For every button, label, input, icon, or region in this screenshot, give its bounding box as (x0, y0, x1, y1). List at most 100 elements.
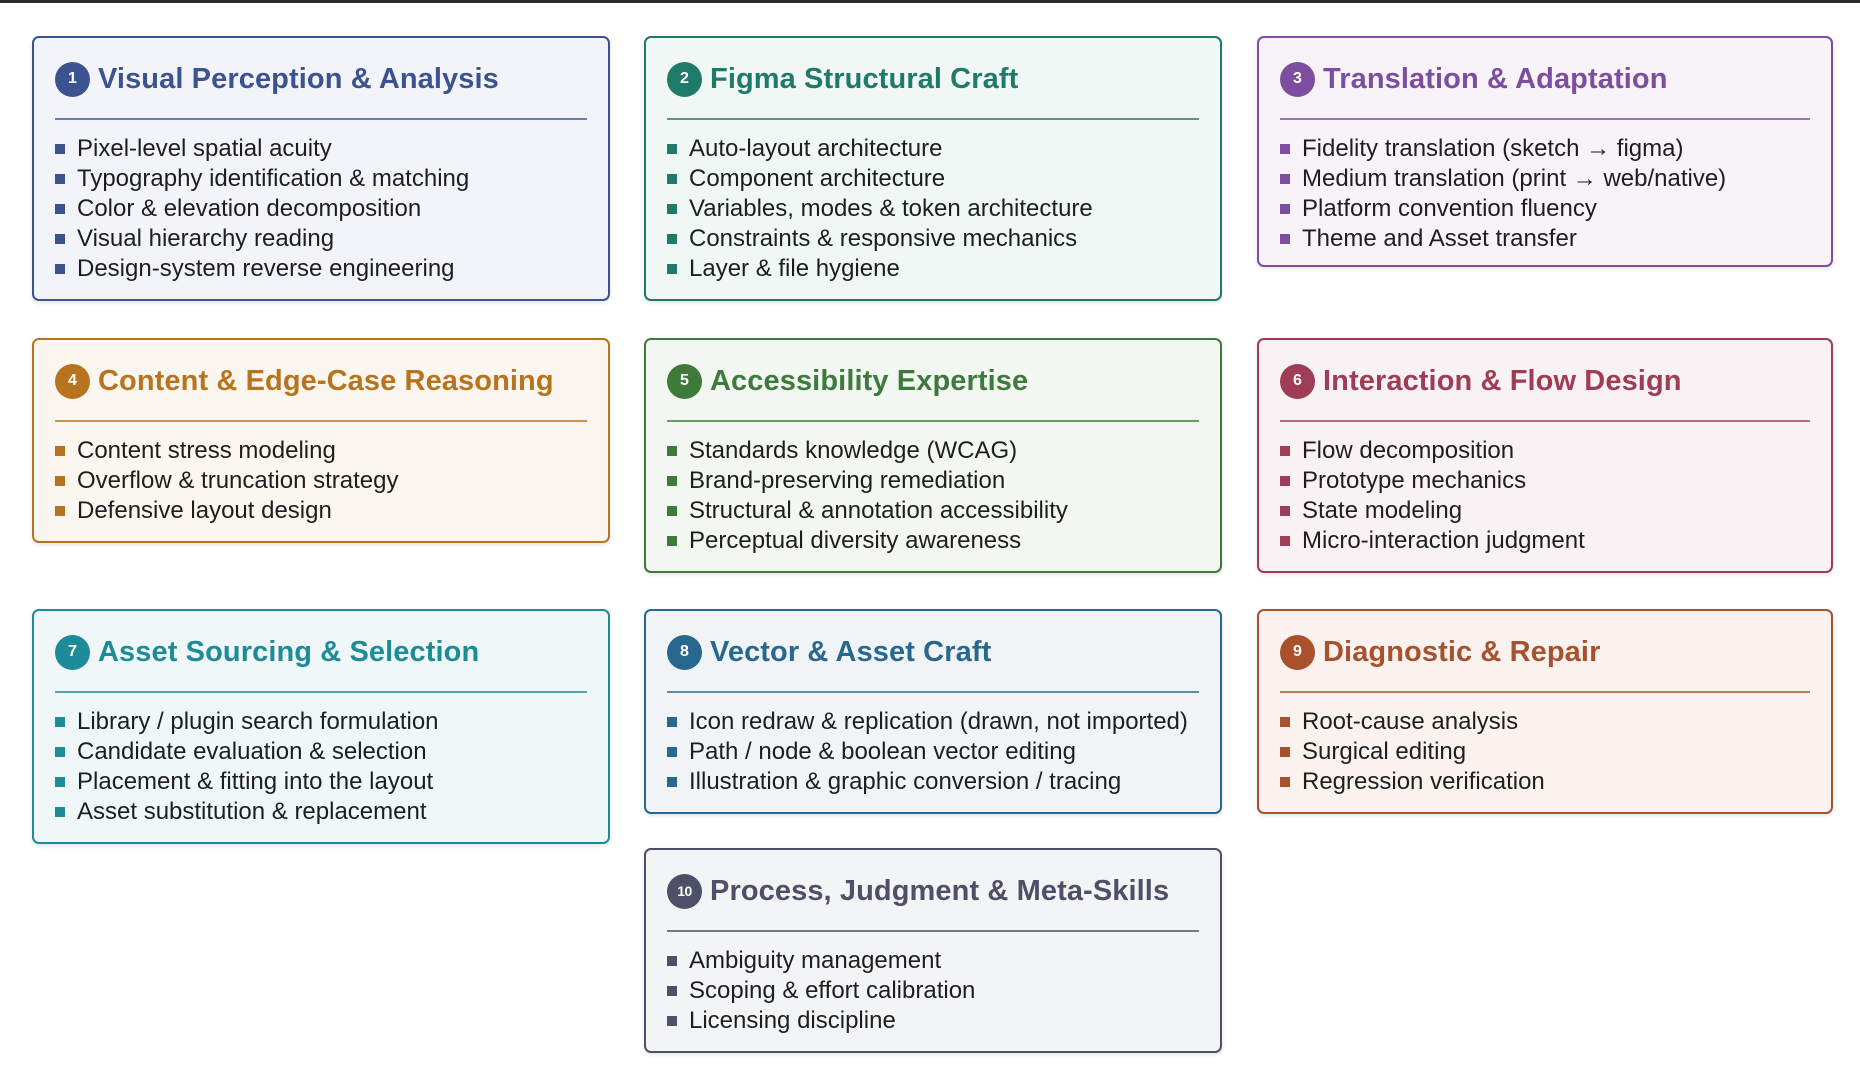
list-item-label: Structural & annotation accessibility (689, 497, 1068, 524)
square-bullet-icon (55, 476, 65, 486)
square-bullet-icon (667, 536, 677, 546)
list-item: Icon redraw & replication (drawn, not im… (667, 707, 1188, 737)
card-header: 7 Asset Sourcing & Selection (55, 633, 479, 671)
list-item: Design-system reverse engineering (55, 254, 469, 284)
list-item: Surgical editing (1280, 737, 1545, 767)
card-header: 1 Visual Perception & Analysis (55, 60, 499, 98)
list-item: Pixel-level spatial acuity (55, 134, 469, 164)
card-accessibility-expertise: 5 Accessibility Expertise Standards know… (644, 338, 1222, 573)
square-bullet-icon (667, 777, 677, 787)
list-item: Visual hierarchy reading (55, 224, 469, 254)
square-bullet-icon (1280, 506, 1290, 516)
list-item-label: Prototype mechanics (1302, 467, 1527, 494)
list-item-label: Medium translation (print → web/native) (1302, 165, 1727, 192)
card-title: Asset Sourcing & Selection (98, 635, 480, 668)
list-item: Standards knowledge (WCAG) (667, 436, 1068, 466)
card-process-judgment-meta: 10 Process, Judgment & Meta-Skills Ambig… (644, 848, 1222, 1053)
square-bullet-icon (55, 264, 65, 274)
list-item: Variables, modes & token architecture (667, 194, 1093, 224)
list-item: Library / plugin search formulation (55, 707, 439, 737)
list-item-label: Visual hierarchy reading (77, 225, 335, 252)
list-item: Ambiguity management (667, 946, 975, 976)
skill-list: Icon redraw & replication (drawn, not im… (667, 707, 1188, 797)
square-bullet-icon (667, 986, 677, 996)
card-number-badge: 2 (667, 61, 702, 97)
list-item-label: Component architecture (689, 165, 946, 192)
list-item-label: Layer & file hygiene (689, 255, 900, 282)
list-item: Placement & fitting into the layout (55, 767, 439, 797)
list-item: Typography identification & matching (55, 164, 469, 194)
list-item-label: Library / plugin search formulation (77, 708, 439, 735)
list-item: Root-cause analysis (1280, 707, 1545, 737)
card-vector-asset-craft: 8 Vector & Asset Craft Icon redraw & rep… (644, 609, 1222, 814)
square-bullet-icon (1280, 476, 1290, 486)
card-divider (1280, 691, 1810, 693)
list-item: Regression verification (1280, 767, 1545, 797)
card-header: 8 Vector & Asset Craft (667, 633, 991, 671)
square-bullet-icon (667, 506, 677, 516)
card-title: Visual Perception & Analysis (98, 62, 499, 95)
square-bullet-icon (1280, 144, 1290, 154)
list-item-label: Auto-layout architecture (689, 135, 943, 162)
list-item-label: Variables, modes & token architecture (689, 195, 1093, 222)
list-item-label: Color & elevation decomposition (77, 195, 422, 222)
list-item-label: Surgical editing (1302, 738, 1467, 765)
square-bullet-icon (667, 204, 677, 214)
list-item-label: Path / node & boolean vector editing (689, 738, 1076, 765)
square-bullet-icon (55, 506, 65, 516)
card-number-badge: 5 (667, 363, 702, 399)
card-divider (1280, 420, 1810, 422)
list-item-label: Scoping & effort calibration (689, 977, 976, 1004)
list-item-label: Content stress modeling (77, 437, 336, 464)
list-item: Constraints & responsive mechanics (667, 224, 1093, 254)
square-bullet-icon (1280, 174, 1290, 184)
list-item: Licensing discipline (667, 1006, 975, 1036)
list-item: Prototype mechanics (1280, 466, 1585, 496)
list-item-label: Overflow & truncation strategy (77, 467, 399, 494)
square-bullet-icon (55, 204, 65, 214)
list-item-label: Icon redraw & replication (drawn, not im… (689, 708, 1188, 735)
card-divider (1280, 118, 1810, 120)
square-bullet-icon (1280, 204, 1290, 214)
square-bullet-icon (667, 1016, 677, 1026)
list-item-label: Standards knowledge (WCAG) (689, 437, 1018, 464)
card-translation-adaptation: 3 Translation & Adaptation Fidelity tran… (1257, 36, 1833, 267)
card-header: 5 Accessibility Expertise (667, 362, 1028, 400)
square-bullet-icon (667, 717, 677, 727)
square-bullet-icon (55, 747, 65, 757)
card-header: 10 Process, Judgment & Meta-Skills (667, 872, 1169, 910)
skill-list: Auto-layout architecture Component archi… (667, 134, 1093, 284)
card-divider (667, 930, 1199, 932)
list-item-label: Root-cause analysis (1302, 708, 1519, 735)
card-title: Accessibility Expertise (710, 364, 1029, 397)
card-header: 3 Translation & Adaptation (1280, 60, 1668, 98)
list-item: Content stress modeling (55, 436, 398, 466)
square-bullet-icon (1280, 777, 1290, 787)
list-item: Candidate evaluation & selection (55, 737, 439, 767)
square-bullet-icon (55, 174, 65, 184)
card-header: 9 Diagnostic & Repair (1280, 633, 1600, 671)
skill-list: Pixel-level spatial acuity Typography id… (55, 134, 469, 284)
top-border (0, 0, 1860, 3)
card-header: 2 Figma Structural Craft (667, 60, 1018, 98)
square-bullet-icon (55, 234, 65, 244)
card-divider (55, 420, 587, 422)
list-item: Scoping & effort calibration (667, 976, 975, 1006)
card-number-badge: 1 (55, 61, 90, 97)
square-bullet-icon (1280, 536, 1290, 546)
card-divider (55, 691, 587, 693)
list-item: Flow decomposition (1280, 436, 1585, 466)
list-item-label: Design-system reverse engineering (77, 255, 455, 282)
list-item-label: Constraints & responsive mechanics (689, 225, 1078, 252)
square-bullet-icon (55, 446, 65, 456)
list-item: Asset substitution & replacement (55, 797, 439, 827)
card-title: Process, Judgment & Meta-Skills (710, 874, 1170, 907)
list-item: Fidelity translation (sketch → figma) (1280, 134, 1726, 164)
list-item-label: Perceptual diversity awareness (689, 527, 1022, 554)
square-bullet-icon (667, 446, 677, 456)
list-item-label: Regression verification (1302, 768, 1545, 795)
list-item-label: Licensing discipline (689, 1007, 896, 1034)
list-item: Component architecture (667, 164, 1093, 194)
card-number-badge: 6 (1280, 363, 1315, 399)
list-item-label: Brand-preserving remediation (689, 467, 1006, 494)
